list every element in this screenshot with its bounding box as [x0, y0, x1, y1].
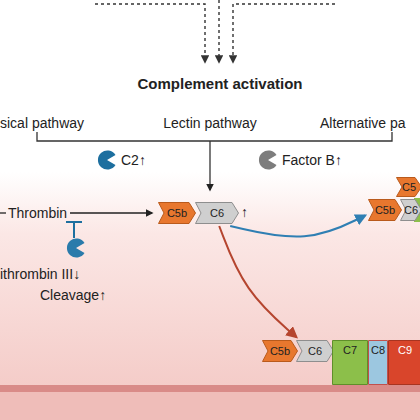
segment-name: C5 — [402, 181, 416, 193]
pathway-label: sical pathway — [0, 115, 84, 131]
segment-text-box: C6 — [400, 199, 420, 221]
segment-text-box: C8 — [368, 340, 388, 385]
c8-segment: C8 — [368, 340, 388, 385]
segment-shape — [389, 341, 420, 385]
c6-segment: C6 — [195, 202, 239, 224]
input-stub — [0, 212, 6, 213]
c7-segment: C7 — [332, 340, 368, 385]
segment-shape — [401, 200, 420, 221]
segment-name: C9 — [398, 344, 412, 356]
segment-name: C5b — [167, 207, 187, 219]
segment-shape — [196, 203, 239, 224]
c6-segment: C6 — [296, 340, 334, 362]
segment-name: C6 — [308, 345, 322, 357]
segment-text-box: C5b — [158, 202, 196, 224]
c2-icon — [98, 151, 116, 170]
c5b-segment: C5b — [158, 202, 196, 224]
factor-label: C2↑ — [121, 152, 146, 168]
membrane-under — [0, 392, 420, 420]
segment-shape — [397, 178, 420, 197]
segment-name: C6 — [210, 207, 224, 219]
section-heading: Complement activation — [137, 76, 302, 92]
segment-text-box: C5b — [368, 199, 402, 221]
c5-segment: C5 — [396, 177, 420, 197]
thrombin-arrow — [70, 212, 152, 213]
pathway-bracket — [37, 132, 392, 190]
antithrombin-icon — [67, 238, 85, 257]
enzyme-label: Thrombin — [8, 205, 67, 221]
segment-text-box: C6 — [296, 340, 334, 362]
segment-shape — [159, 203, 196, 224]
segment-name: C5b — [270, 345, 290, 357]
pathway-label: Alternative pa — [320, 115, 406, 131]
c5b-segment: C5b — [262, 340, 298, 362]
reaction-arrow — [219, 226, 296, 337]
dashed-inputs — [95, 0, 335, 62]
segment-text-box: C6 — [195, 202, 239, 224]
segment-name: C5b — [375, 204, 395, 216]
segment-name: C8 — [371, 344, 385, 356]
segment-text-box: C7 — [332, 340, 368, 385]
c5b-segment: C5b — [368, 199, 402, 221]
segment-text-box: C9 — [388, 340, 420, 385]
increase-arrow: ↑ — [241, 204, 248, 220]
segment-shape — [333, 341, 368, 385]
segment-text-box: C5b — [262, 340, 298, 362]
segment-shape — [369, 200, 402, 221]
tissue-background — [0, 172, 420, 420]
inhibition-bar — [66, 222, 82, 238]
membrane-band — [0, 385, 420, 392]
pathway-label: Lectin pathway — [163, 115, 256, 131]
segment-name: C7 — [343, 344, 357, 356]
c6-segment: C6 — [400, 199, 420, 221]
effect-label: Cleavage↑ — [40, 287, 106, 303]
segment-name: C6 — [404, 204, 418, 216]
reaction-arrow — [230, 216, 365, 237]
segment-shape — [369, 341, 388, 385]
segment-shape — [297, 341, 334, 362]
factor-label: Factor B↑ — [282, 152, 342, 168]
segment-shape — [263, 341, 298, 362]
inhibitor-label: ithrombin III↓ — [0, 266, 80, 282]
segment-text-box: C5 — [396, 177, 420, 197]
factor-b-icon — [259, 151, 277, 170]
c9-segment: C9 — [388, 340, 420, 385]
